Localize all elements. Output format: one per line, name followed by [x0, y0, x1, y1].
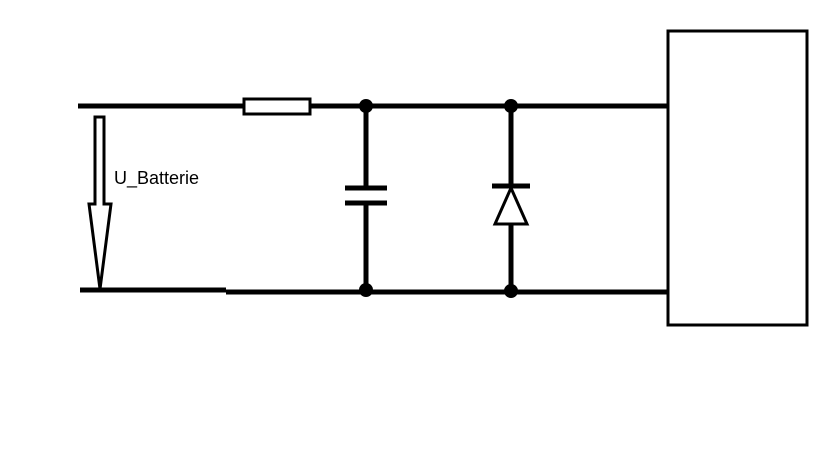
load-box	[666, 29, 809, 327]
capacitor	[345, 106, 387, 290]
diode	[492, 106, 530, 291]
voltage-label: U_Batterie	[114, 168, 199, 189]
voltage-arrow	[87, 115, 113, 290]
diode-triangle	[492, 184, 530, 226]
resistor	[242, 97, 312, 116]
